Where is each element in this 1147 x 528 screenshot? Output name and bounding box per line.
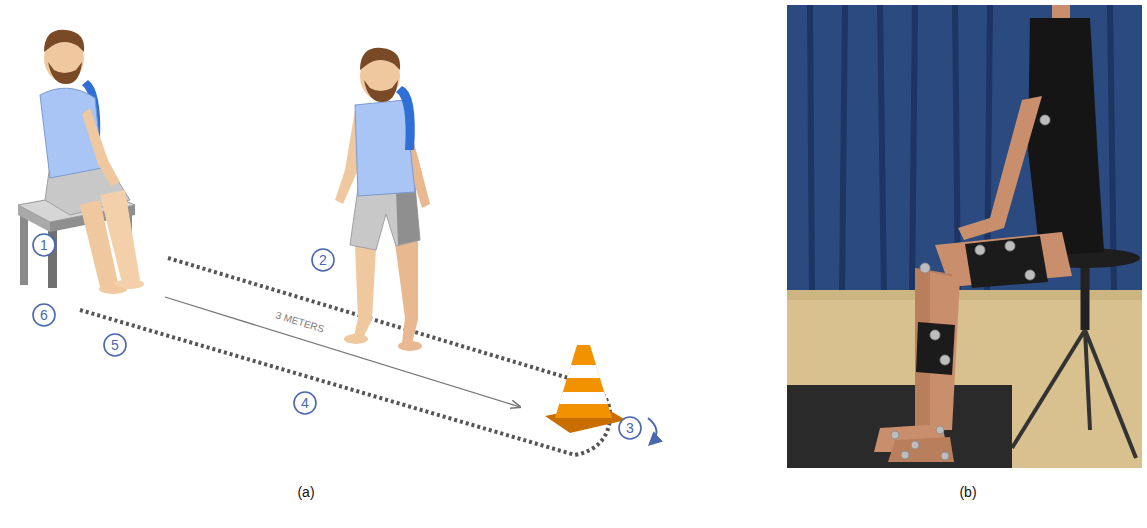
distance-arrow	[165, 297, 520, 407]
walking-path	[80, 258, 610, 455]
leg	[395, 238, 418, 343]
step-circle-outline	[33, 304, 55, 326]
thigh-strap	[965, 236, 1048, 288]
cone-stripe	[567, 365, 600, 378]
step-marker: 3	[618, 416, 642, 440]
marker	[1025, 270, 1035, 280]
stool-leg	[1012, 330, 1136, 458]
foot	[398, 341, 422, 351]
photo-ground	[787, 5, 1142, 468]
panel-label: (b)	[959, 485, 976, 500]
step-number: 4	[301, 396, 309, 410]
step-marker: 4	[293, 391, 317, 415]
marker	[911, 441, 919, 449]
leg	[100, 190, 140, 283]
marker	[1005, 241, 1015, 251]
hair	[360, 48, 400, 70]
curtain-fold	[810, 5, 1114, 295]
marker	[901, 451, 909, 459]
step-circle-outline	[619, 417, 641, 439]
marker	[891, 431, 899, 439]
step-circle-outline	[294, 392, 316, 414]
hair	[44, 30, 84, 52]
stool-column	[1081, 265, 1090, 330]
shin-strap	[916, 322, 955, 375]
dress	[1028, 18, 1104, 256]
foot	[116, 279, 144, 289]
marker	[930, 330, 940, 340]
backpack	[396, 86, 415, 150]
chair-leg	[20, 213, 28, 285]
foot	[888, 437, 954, 462]
panel-label: (a)	[297, 485, 314, 500]
marker	[940, 355, 950, 365]
arm	[82, 108, 120, 186]
marker	[941, 452, 949, 460]
step-marker: 2	[311, 248, 335, 272]
turn-arrow	[648, 418, 657, 444]
walking-person	[335, 48, 430, 351]
seated-person	[40, 30, 144, 294]
marker	[975, 245, 985, 255]
beard	[48, 62, 82, 84]
step-circle-outline	[33, 234, 55, 256]
beard	[364, 80, 398, 102]
leg	[354, 245, 376, 336]
floor-mat	[787, 385, 1012, 468]
step-number: 3	[626, 421, 634, 435]
motion-markers	[891, 115, 1050, 460]
marker	[936, 426, 944, 434]
cone-body	[555, 345, 612, 418]
step-number: 5	[111, 338, 119, 352]
step-marker: 5	[103, 333, 127, 357]
step-marker: 6	[32, 303, 56, 327]
curtain	[787, 5, 1142, 295]
arm	[958, 96, 1042, 240]
step-circle-outline	[312, 249, 334, 271]
marker	[1040, 115, 1050, 125]
cone-stripe	[559, 392, 608, 404]
step-number: 1	[40, 238, 48, 252]
shorts-shadow	[396, 185, 420, 245]
step-number: 6	[40, 308, 48, 322]
marker	[920, 263, 930, 273]
step-circle-outline	[104, 334, 126, 356]
step-marker: 1	[32, 233, 56, 257]
traffic-cone	[545, 345, 626, 433]
photograph	[787, 5, 1142, 468]
step-number: 2	[319, 253, 327, 267]
distance-label: 3 METERS	[274, 309, 325, 334]
foot	[344, 334, 368, 344]
